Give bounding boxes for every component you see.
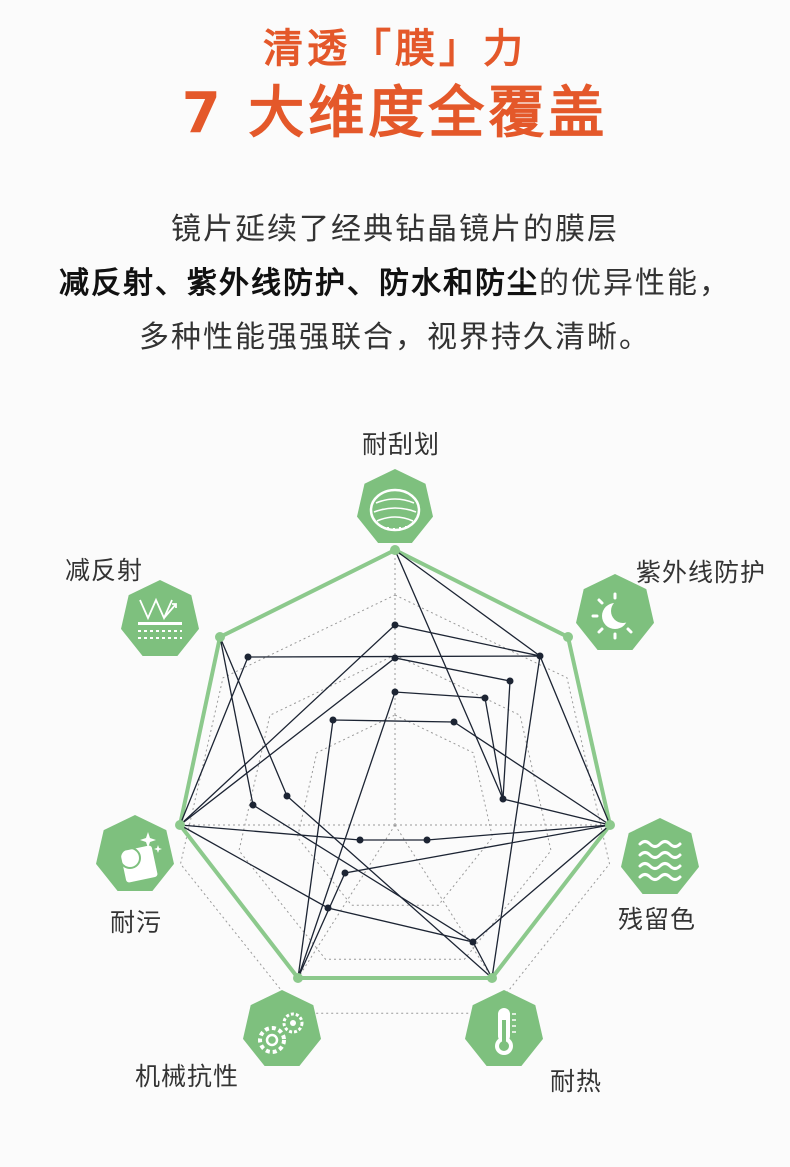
- waves-icon: [621, 818, 699, 894]
- scratch-lens-icon: [357, 469, 433, 543]
- vertex-dot: [391, 654, 399, 662]
- vertex-dot: [324, 904, 332, 912]
- line-series-7: [179, 636, 541, 980]
- description: 镜片延续了经典钻晶镜片的膜层 减反射、紫外线防护、防水和防尘的优异性能， 多种性…: [0, 203, 790, 365]
- line-series-3: [297, 691, 611, 979]
- outer-polygon: [177, 547, 613, 980]
- description-line1: 镜片延续了经典钻晶镜片的膜层: [171, 212, 619, 247]
- description-line2-rest: 的优异性能，: [539, 266, 731, 301]
- label-heat-resistance: 耐热: [550, 1067, 603, 1096]
- grid-ring-2: [238, 654, 552, 960]
- vertex-dot: [249, 801, 257, 809]
- radar-grid: [179, 550, 611, 1014]
- vertex-dot: [536, 652, 544, 660]
- vertex-dot: [469, 938, 477, 946]
- outer-vertex-dot: [175, 820, 185, 830]
- outer-vertex-dot: [487, 973, 497, 983]
- description-line2-bold: 减反射、紫外线防护、防水和防尘: [59, 266, 539, 301]
- outer-vertices: [175, 545, 615, 983]
- gears-icon: [243, 990, 321, 1066]
- grid-ring-1: [296, 714, 494, 906]
- label-stain-resistance: 耐污: [110, 908, 163, 937]
- vertex-dot: [481, 694, 489, 702]
- outer-vertex-dot: [215, 632, 225, 642]
- title-line2: 7 大维度全覆盖: [181, 81, 609, 146]
- vertex-dot: [283, 792, 291, 800]
- line-series-2: [179, 548, 541, 826]
- vertex-dot: [341, 869, 349, 877]
- vertex-dot: [423, 836, 431, 844]
- sparkle-square-icon: [96, 815, 174, 891]
- label-residual-color: 残留色: [618, 905, 697, 934]
- inner-vertices: [244, 621, 544, 946]
- vertex-dot: [244, 653, 252, 661]
- title-line1: 清透「膜」力: [263, 26, 527, 72]
- line-series-5: [179, 824, 611, 841]
- grid-axis-3: [394, 824, 493, 979]
- thermometer-icon: [465, 990, 543, 1066]
- line-series-4: [297, 719, 611, 979]
- label-anti-reflection: 减反射: [65, 556, 144, 585]
- header: 清透「膜」力 7 大维度全覆盖: [0, 22, 790, 150]
- label-scratch-resistance: 耐刮划: [362, 430, 441, 459]
- outer-vertex-dot: [390, 545, 400, 555]
- label-uv-protection: 紫外线防护: [636, 558, 767, 587]
- vertex-dot: [450, 718, 458, 726]
- description-line2: 减反射、紫外线防护、防水和防尘的优异性能，: [0, 257, 790, 311]
- description-line3: 多种性能强强联合，视界持久清晰。: [139, 320, 651, 355]
- outer-vertex-dot: [563, 632, 573, 642]
- vertex-dot: [391, 688, 399, 696]
- vertex-dot: [391, 621, 399, 629]
- grid-axis-4: [297, 824, 396, 979]
- vertex-dot: [499, 795, 507, 803]
- label-mechanical-resistance: 机械抗性: [135, 1062, 240, 1091]
- vertex-dot: [356, 836, 364, 844]
- vertex-dot: [329, 716, 337, 724]
- vertex-dot: [506, 677, 514, 685]
- sun-moon-icon: [576, 574, 654, 650]
- reflection-layers-icon: [121, 580, 199, 656]
- outer-vertex-dot: [605, 820, 615, 830]
- line-series-6: [219, 636, 493, 979]
- outer-vertex-dot: [293, 973, 303, 983]
